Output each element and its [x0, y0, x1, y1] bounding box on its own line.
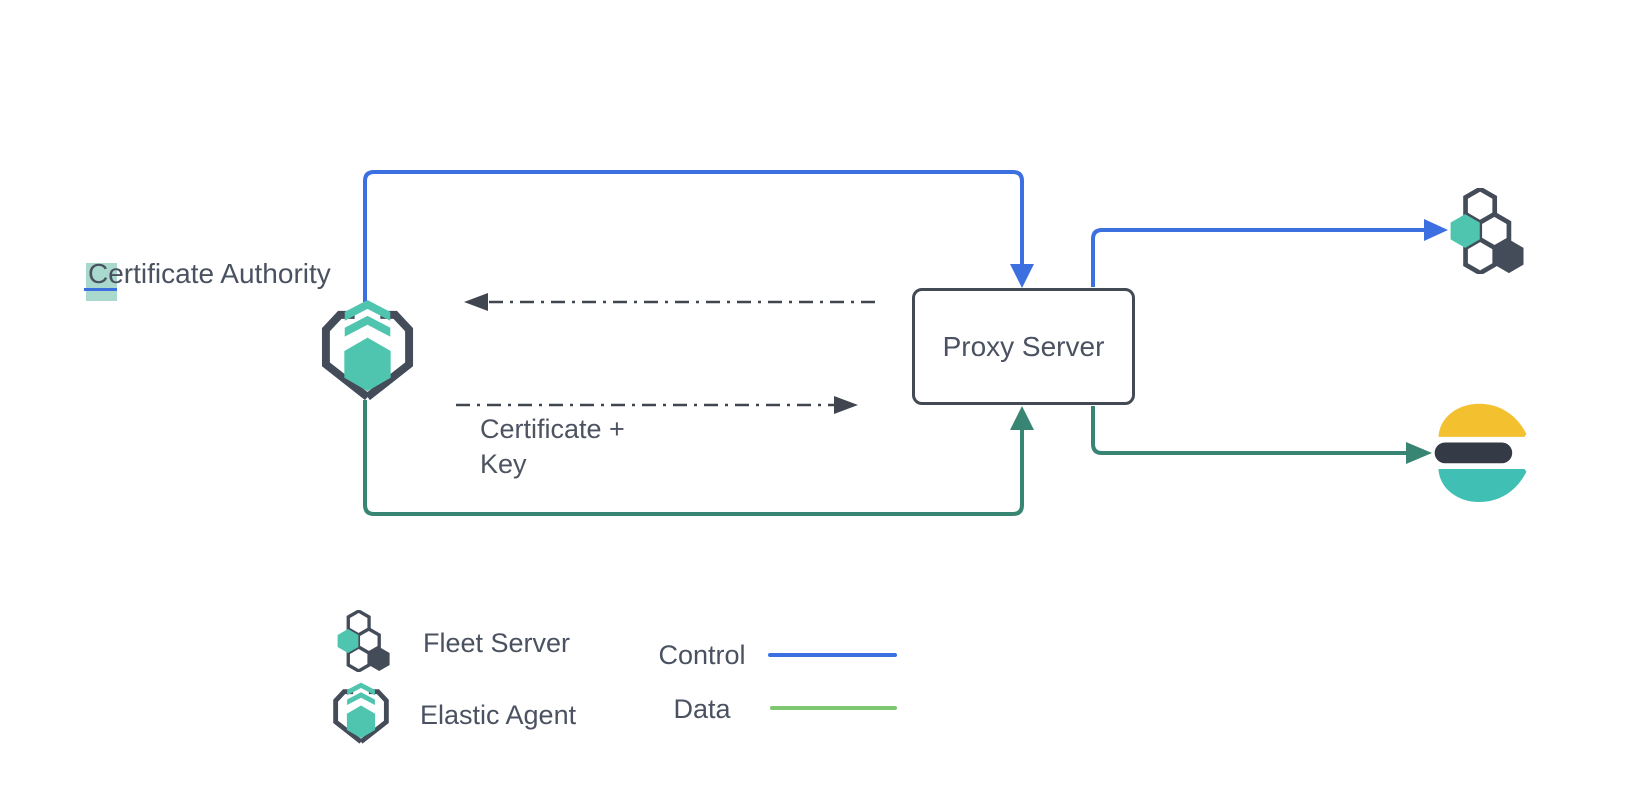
legend-data-line [770, 706, 897, 710]
legend-elastic-agent-icon [330, 682, 392, 746]
certificate-key-line2: Key [480, 449, 527, 479]
data-arrowhead-elasticsearch [1406, 442, 1432, 464]
data-arrowhead-proxy-bottom [1010, 406, 1034, 430]
text-selection-highlight [86, 263, 117, 301]
text-cursor-underline [84, 288, 117, 291]
elasticsearch-logo [1433, 399, 1529, 503]
data-edge-agent-to-proxy [363, 400, 1024, 516]
legend-data-label: Data [673, 694, 731, 724]
fleet-server-icon [1437, 188, 1527, 274]
control-arrowhead-fleet [1424, 219, 1448, 241]
legend-control-line [768, 653, 897, 657]
dashdot-arrowhead-left [464, 293, 488, 311]
control-arrowhead-proxy-top [1010, 264, 1034, 288]
elastic-agent-icon [318, 299, 417, 404]
proxy-server-box: Proxy Server [912, 288, 1135, 405]
control-edge-proxy-to-fleet [1091, 228, 1426, 287]
proxy-server-label: Proxy Server [942, 330, 1105, 362]
dashdot-arrowhead-right [834, 396, 858, 414]
legend-control-label: Control [658, 640, 746, 670]
certificate-authority-label: Certificate Authority [88, 258, 331, 289]
legend-elastic-agent-label: Elastic Agent [420, 700, 577, 730]
control-edge-agent-to-proxy [363, 170, 1024, 302]
legend-fleet-server-label: Fleet Server [423, 628, 571, 658]
certificate-key-label: Certificate + Key [480, 412, 625, 482]
certificate-key-line1: Certificate + [480, 414, 625, 444]
legend-fleet-server-icon [328, 610, 392, 672]
data-edge-proxy-to-elasticsearch [1091, 406, 1408, 455]
